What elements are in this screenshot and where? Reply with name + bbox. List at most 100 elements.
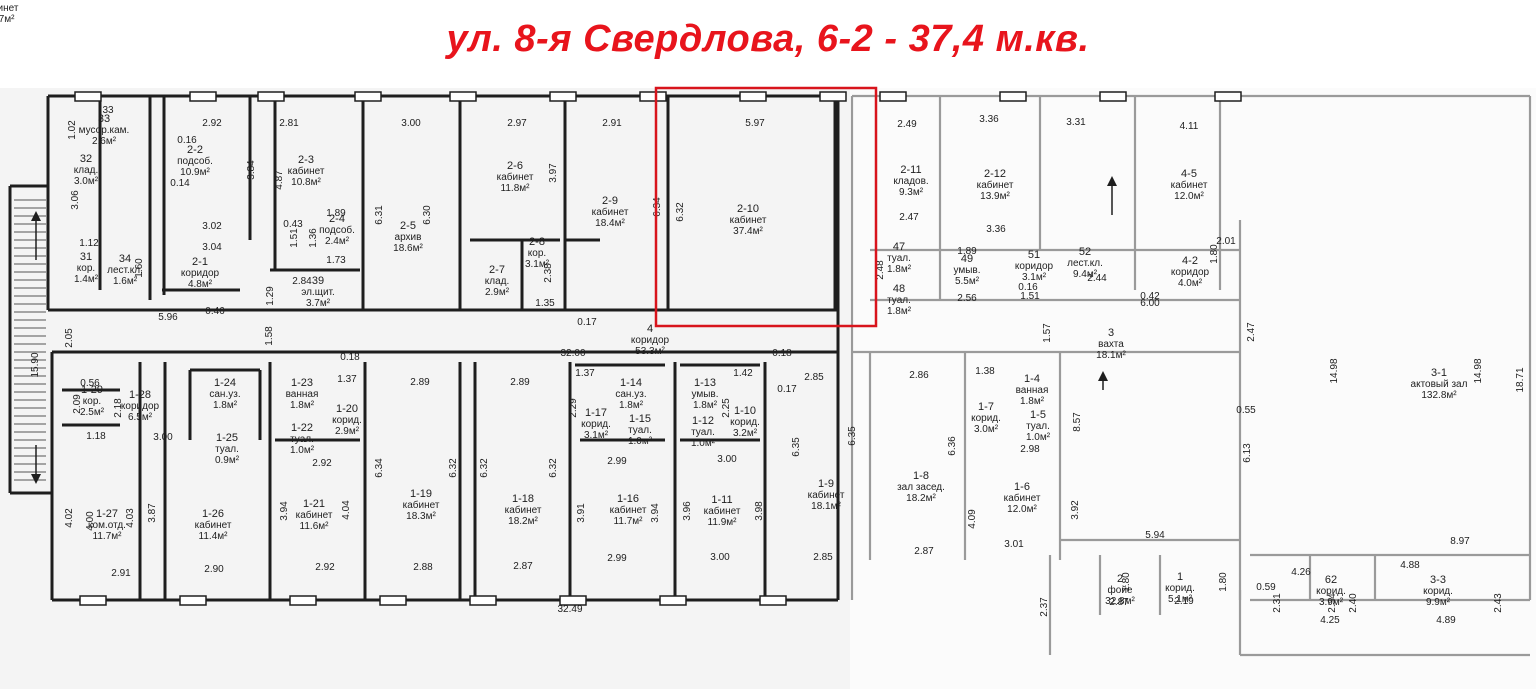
room-area: 1.0м² xyxy=(1026,432,1051,443)
highlight-frame xyxy=(654,86,878,328)
dimension-label: 1.80 xyxy=(1218,572,1229,592)
stair-arrow-head xyxy=(31,474,41,484)
room-number: 1-4 xyxy=(1024,373,1040,385)
window-mark xyxy=(819,91,847,102)
dimension-label: 2.99 xyxy=(607,553,627,564)
window-mark xyxy=(289,595,317,606)
dimension-label: 0.18 xyxy=(340,352,360,363)
room-name: коридор xyxy=(1171,267,1210,278)
room-name: коридор xyxy=(1015,261,1054,272)
room-name: коридор xyxy=(631,335,670,346)
dimension-label: 2.85 xyxy=(813,552,833,563)
dimension-label: 2.89 xyxy=(410,377,430,388)
dimension-label: 2.49 xyxy=(897,119,917,130)
room-area: 2.4м² xyxy=(325,236,350,247)
room-area: 37.4м² xyxy=(733,226,763,237)
room-number: 2-12 xyxy=(984,168,1006,180)
dimension-label: 1.36 xyxy=(308,228,319,248)
room-name: кладов. xyxy=(893,176,928,187)
dimension-label: 3.96 xyxy=(682,501,693,521)
room-area: 18.1м² xyxy=(811,501,841,512)
room-area: 2.9м² xyxy=(485,287,510,298)
room-area: 132.8м² xyxy=(1421,390,1457,401)
room-area: 1.8м² xyxy=(1020,396,1045,407)
dimension-label: 3.01 xyxy=(1004,539,1024,550)
dimension-label: 4.87 xyxy=(274,170,285,190)
dimension-label: 6.35 xyxy=(791,437,802,457)
dimension-label: 2.43 xyxy=(1493,593,1504,613)
room-area: 11.4м² xyxy=(199,531,229,542)
dimension-label: 2.47 xyxy=(1246,322,1257,342)
dimension-label: 1.37 xyxy=(575,368,595,379)
dimension-label: 3.84 xyxy=(246,160,257,180)
room-area: 5.1м² xyxy=(1168,594,1193,605)
window-mark xyxy=(549,91,577,102)
dimension-label: 0.16 xyxy=(1018,282,1038,293)
room-name: умыв. xyxy=(691,389,718,400)
room-area: 11.8м² xyxy=(501,183,531,194)
room-name: корид. xyxy=(730,417,760,428)
room-name: кабинет xyxy=(1004,492,1041,504)
room-name: зал засед. xyxy=(897,482,945,493)
room-name: ванная xyxy=(1016,385,1049,396)
room-area: 2.9м² xyxy=(335,426,360,437)
dimension-label: 8.57 xyxy=(1072,412,1083,432)
dimension-label: 1.89 xyxy=(326,208,346,219)
dimension-label: 2.09 xyxy=(72,394,83,414)
dimension-label: 2.86 xyxy=(909,370,929,381)
room-name: ванная xyxy=(286,389,319,400)
dimension-label: 4.11 xyxy=(1180,121,1199,132)
dimension-label: 2.84 xyxy=(292,276,312,287)
dimension-label: 6.31 xyxy=(374,205,385,225)
room-number: 1-7 xyxy=(978,401,994,413)
dimension-label: 2.40 xyxy=(1348,593,1359,613)
window-mark xyxy=(189,91,217,102)
room-number: 52 xyxy=(1079,246,1091,258)
window-mark xyxy=(1099,91,1127,102)
stair-arrow-head xyxy=(1107,176,1117,186)
dimension-label: 2.56 xyxy=(957,293,977,304)
plan-walls xyxy=(8,91,1532,657)
dimension-label: 2.19 xyxy=(1174,596,1194,607)
dimension-label: 0.43 xyxy=(283,219,303,230)
window-mark xyxy=(1214,91,1242,102)
dimension-label: 3.00 xyxy=(710,552,730,563)
room-number: 1-26 xyxy=(202,508,224,520)
room-number: 48 xyxy=(893,283,905,295)
dimension-label: 4.25 xyxy=(1320,615,1340,626)
dimension-label: 2.91 xyxy=(602,118,622,129)
room-area: 3.7м² xyxy=(306,298,331,309)
room-name: кабинет xyxy=(296,509,333,521)
room-number: 2 xyxy=(1117,573,1123,585)
room-name: корид. xyxy=(581,419,611,430)
room-name: эл.щит. xyxy=(301,287,335,298)
room-number: 2-8 xyxy=(529,236,545,248)
dimension-label: 33 xyxy=(102,105,114,116)
dimension-label: 1.60 xyxy=(134,258,145,278)
dimension-label: 6.32 xyxy=(675,202,686,222)
dimension-label: 6.32 xyxy=(548,458,559,478)
room-number: 49 xyxy=(961,253,973,265)
room-name: кабинет xyxy=(505,504,542,516)
dimension-label: 1.80 xyxy=(1209,244,1220,264)
address-heading: ул. 8-я Свердлова, 6-2 - 37,4 м.кв. xyxy=(446,18,1090,60)
plan-sheet-left xyxy=(0,88,850,689)
room-name: ком.отд. xyxy=(88,520,126,531)
dimension-label: 2.25 xyxy=(721,398,732,418)
room-label: 3-2кабинет11.7м² xyxy=(0,0,19,25)
room-area: 11.6м² xyxy=(300,521,330,532)
dimension-label: 2.91 xyxy=(111,568,131,579)
